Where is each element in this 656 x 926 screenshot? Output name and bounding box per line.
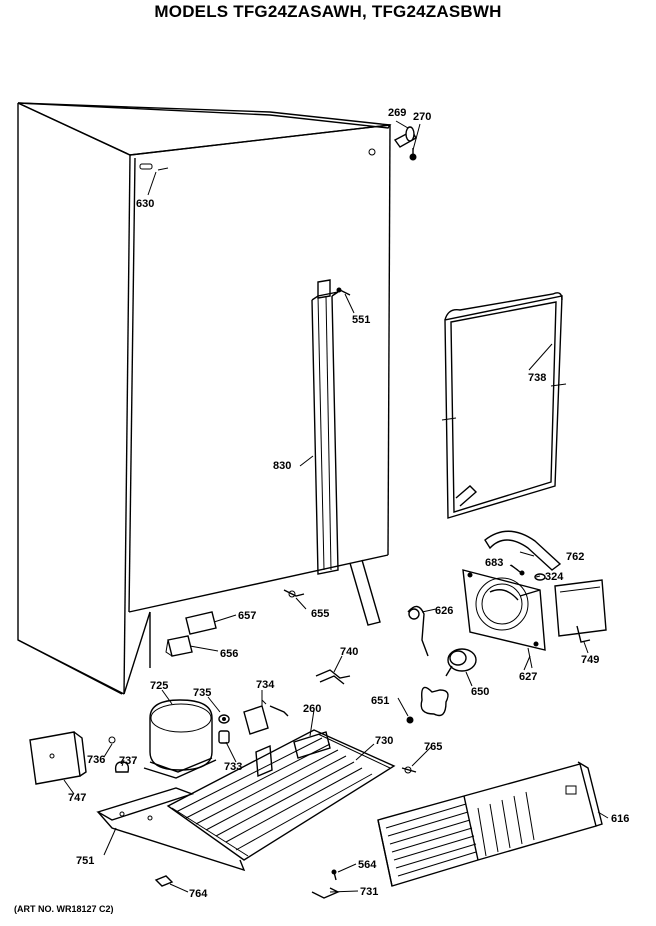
leader-lines [63, 120, 609, 893]
callout-765: 765 [424, 741, 442, 753]
clip-731 [311, 887, 340, 899]
callout-627: 627 [519, 671, 537, 683]
callout-564: 564 [358, 859, 377, 871]
callout-736: 736 [87, 754, 105, 766]
callout-738: 738 [528, 372, 546, 384]
callout-740: 740 [340, 646, 358, 658]
callout-734: 734 [256, 679, 275, 691]
relay-734 [243, 699, 289, 735]
callout-751: 751 [76, 855, 94, 867]
callout-735: 735 [193, 687, 211, 699]
screw-551 [336, 287, 351, 296]
fan-blade-651 [406, 686, 449, 724]
clip-740 [315, 669, 351, 685]
callout-324: 324 [545, 571, 564, 583]
callout-551: 551 [352, 314, 370, 326]
wire-626 [407, 605, 429, 657]
gasket-738 [441, 292, 567, 519]
callout-749: 749 [581, 654, 599, 666]
callout-683: 683 [485, 557, 503, 569]
callout-616: 616 [611, 813, 629, 825]
grommet-735 [218, 714, 230, 724]
callout-630: 630 [136, 198, 154, 210]
grommet-737 [114, 761, 130, 773]
callout-747: 747 [68, 792, 86, 804]
callout-655: 655 [311, 608, 329, 620]
clip-765 [401, 766, 417, 774]
fan-shroud-627 [462, 569, 546, 669]
callout-657: 657 [238, 610, 256, 622]
callout-830: 830 [273, 460, 291, 472]
bracket-657 [185, 611, 217, 635]
fan-motor-650 [445, 648, 477, 677]
callout-650: 650 [471, 686, 489, 698]
callout-725: 725 [150, 680, 168, 692]
screw-683 [510, 564, 525, 576]
callout-269: 269 [388, 107, 406, 119]
callout-733: 733 [224, 761, 242, 773]
callout-260: 260 [303, 703, 321, 715]
callout-656: 656 [220, 648, 238, 660]
bracket-656 [165, 635, 193, 657]
condenser-730 [166, 729, 396, 861]
grille-616 [377, 761, 603, 887]
bracket-747 [29, 731, 87, 785]
screw-564 [331, 869, 337, 881]
grommet-324 [534, 573, 546, 581]
callout-270: 270 [413, 111, 431, 123]
callout-651: 651 [371, 695, 389, 707]
compressor-725 [143, 699, 217, 779]
callout-731: 731 [360, 886, 378, 898]
callout-737: 737 [119, 755, 137, 767]
art-number: (ART NO. WR18127 C2) [14, 904, 114, 914]
callout-764: 764 [189, 888, 208, 900]
tube-762 [484, 530, 562, 571]
diagram-title: MODELS TFG24ZASAWH, TFG24ZASBWH [154, 2, 502, 21]
callout-730: 730 [375, 735, 393, 747]
callout-626: 626 [435, 605, 453, 617]
drain-pan-751 [96, 787, 246, 872]
center-mullion-830 [299, 279, 339, 575]
relay-733 [218, 730, 230, 744]
callout-labels: 269 270 630 551 738 830 762 683 324 626 … [68, 107, 629, 900]
cabinet-body [17, 102, 392, 695]
screw-736 [108, 736, 116, 744]
callout-762: 762 [566, 551, 584, 563]
clip-764 [154, 875, 174, 887]
part-269-270 [393, 126, 417, 161]
board-749 [554, 579, 607, 643]
clip-655 [283, 589, 305, 598]
